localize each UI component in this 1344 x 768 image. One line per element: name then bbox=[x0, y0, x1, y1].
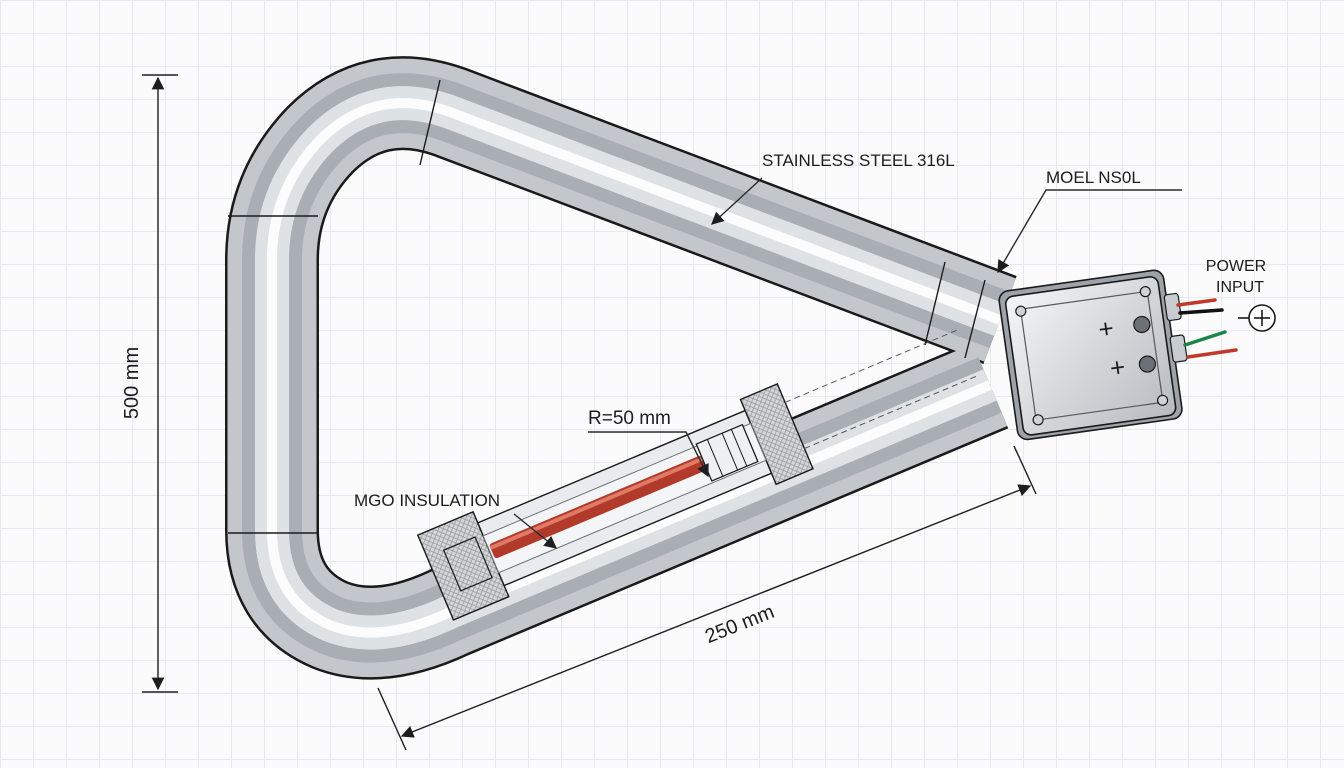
heater-tube bbox=[225, 56, 1017, 680]
end-fitting-ring bbox=[706, 439, 724, 477]
material-label: STAINLESS STEEL 316L bbox=[762, 151, 955, 170]
radius-leader bbox=[588, 431, 709, 478]
length-label: 250 mm bbox=[702, 601, 777, 648]
cable-gland bbox=[1169, 334, 1188, 363]
wire-red bbox=[1176, 298, 1217, 307]
end-fitting bbox=[695, 423, 759, 482]
wire-red-lower bbox=[1186, 348, 1238, 359]
cable-gland bbox=[1163, 292, 1182, 322]
model-leader bbox=[997, 189, 1182, 274]
model-label: MOEL NS0L bbox=[1046, 168, 1141, 187]
hidden-line bbox=[804, 374, 980, 449]
screw-icon bbox=[1156, 394, 1169, 406]
tube-seam bbox=[419, 79, 441, 166]
power-wires bbox=[1176, 298, 1238, 359]
tube-highlight bbox=[267, 98, 1002, 638]
length-dimension-line bbox=[400, 484, 1032, 738]
terminal-plus-1: + bbox=[1096, 313, 1115, 345]
height-label: 500 mm bbox=[121, 347, 143, 419]
height-dimension: 500 mm bbox=[121, 74, 178, 693]
tube-seam bbox=[964, 279, 986, 359]
wire-black bbox=[1178, 308, 1224, 315]
screw-icon bbox=[1139, 286, 1151, 298]
power-input-symbol bbox=[1238, 304, 1276, 332]
power-input-label-2: INPUT bbox=[1216, 279, 1264, 296]
terminal-screw-icon bbox=[1133, 315, 1151, 334]
terminal-plus-2: + bbox=[1108, 351, 1127, 383]
screw-icon bbox=[1015, 305, 1027, 317]
material-leader bbox=[711, 177, 763, 225]
insulation-label: MGO INSULATION bbox=[354, 491, 500, 510]
radius-label: R=50 mm bbox=[588, 408, 671, 429]
junction-box-lid bbox=[1004, 276, 1177, 436]
power-input-label-1: POWER bbox=[1206, 258, 1266, 275]
junction-box-panel bbox=[1020, 291, 1163, 421]
terminal-screw-icon bbox=[1138, 355, 1157, 373]
hidden-line bbox=[784, 328, 961, 403]
tube-seam bbox=[924, 261, 946, 346]
screw-icon bbox=[1032, 414, 1044, 426]
wire-green bbox=[1183, 330, 1227, 347]
length-extension-line bbox=[1013, 445, 1037, 495]
junction-box: + + bbox=[998, 269, 1188, 441]
end-fitting-ring bbox=[730, 429, 748, 467]
end-fitting-ring bbox=[721, 433, 739, 471]
length-extension-line bbox=[377, 687, 407, 751]
